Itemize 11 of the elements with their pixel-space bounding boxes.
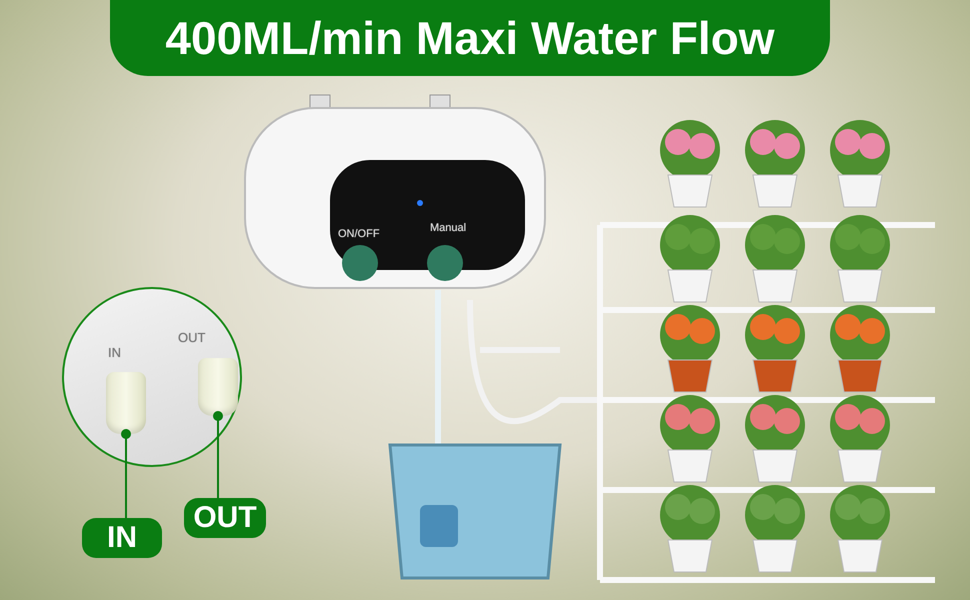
printed-label: IN	[108, 345, 121, 360]
callout-label: IN	[82, 518, 162, 558]
leader-line	[121, 429, 131, 518]
printed-label: OUT	[178, 330, 206, 345]
title-banner: 400ML/min Maxi Water Flow	[110, 0, 830, 76]
port-nozzle-drawing	[106, 372, 146, 434]
port-nozzle-drawing	[198, 358, 238, 416]
printed-label: ON/OFF	[338, 228, 380, 240]
printed-label: Manual	[430, 222, 466, 234]
leader-line	[213, 411, 223, 498]
callout-label: OUT	[184, 498, 266, 538]
